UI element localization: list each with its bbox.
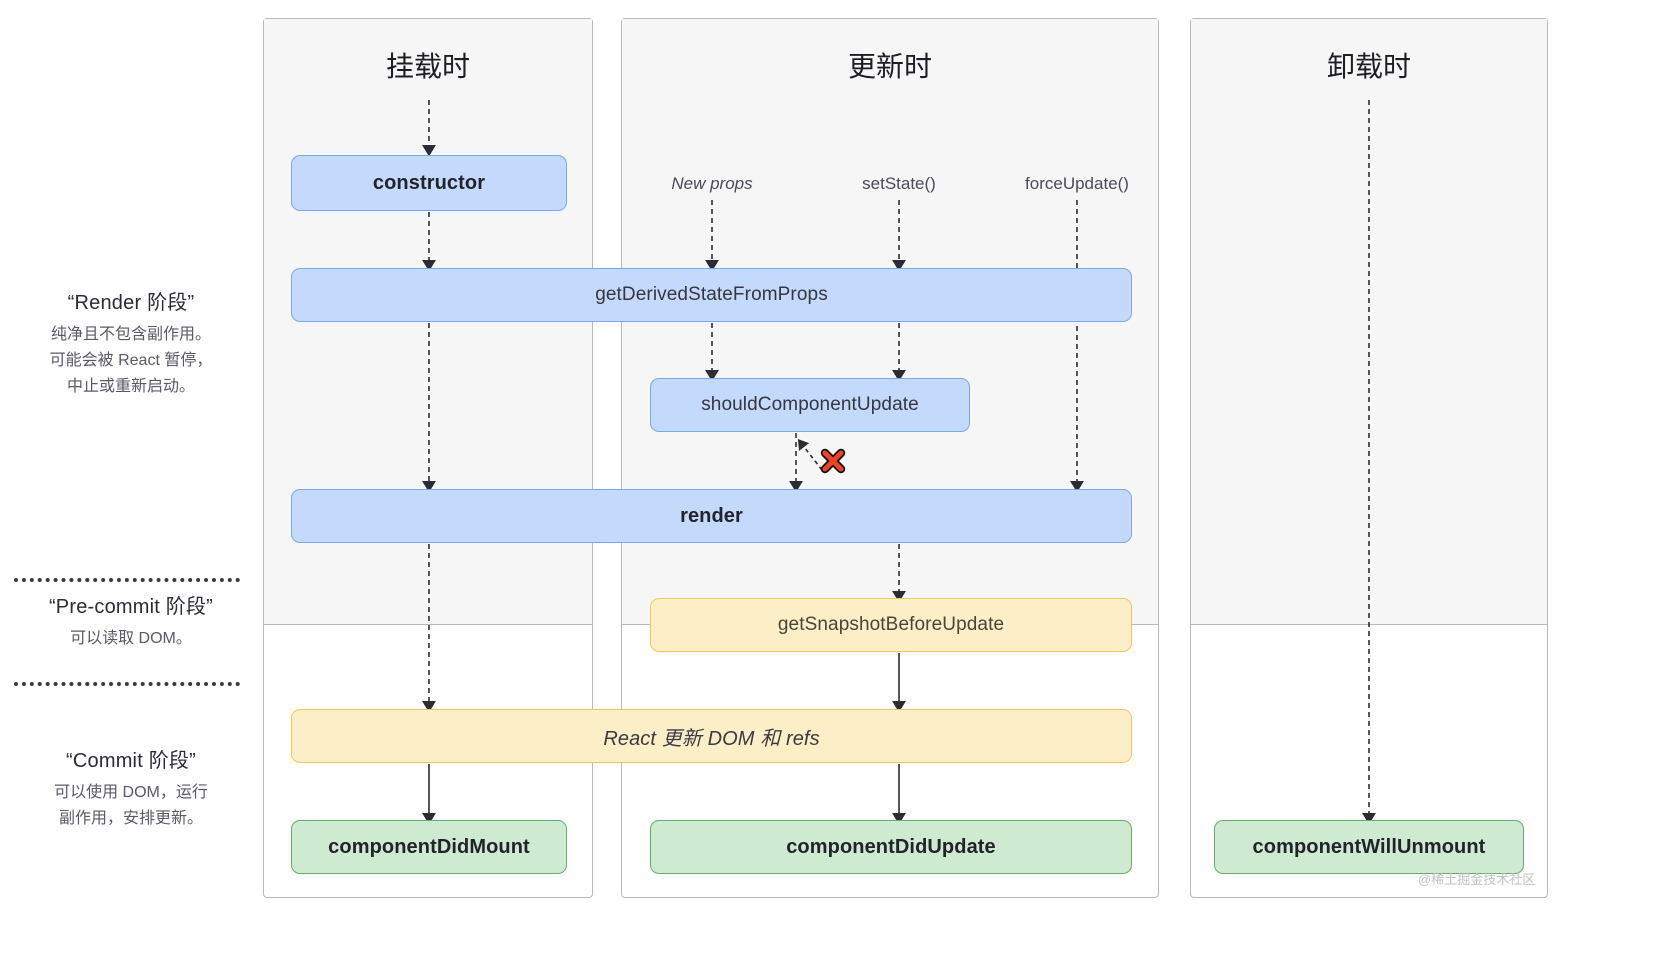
column-mounting-title: 挂载时 — [385, 51, 470, 82]
node-component-will-unmount[interactable]: componentWillUnmount — [1214, 820, 1524, 874]
node-react-updates-dom-and-refs[interactable]: React 更新 DOM 和 refs — [291, 709, 1132, 763]
column-updating: 更新时 — [621, 18, 1159, 898]
phase-divider-bottom — [14, 682, 240, 686]
trigger-new-props: New props — [671, 174, 753, 193]
node-get-derived-state-from-props[interactable]: getDerivedStateFromProps — [291, 268, 1132, 322]
node-component-did-mount[interactable]: componentDidMount — [291, 820, 567, 874]
column-unmounting: 卸载时 — [1190, 18, 1548, 898]
column-updating-title: 更新时 — [847, 51, 932, 82]
phase-pre-commit-desc: 可以读取 DOM。 — [0, 626, 262, 652]
phase-legend: “Render 阶段” 纯净且不包含副作用。 可能会被 React 暂停， 中止… — [0, 0, 262, 961]
phase-commit-desc-line-2: 副作用，安排更新。 — [58, 810, 203, 827]
node-constructor[interactable]: constructor — [291, 155, 567, 211]
phase-commit-desc: 可以使用 DOM，运行 副作用，安排更新。 — [0, 780, 262, 832]
phase-render: “Render 阶段” 纯净且不包含副作用。 可能会被 React 暂停， 中止… — [0, 288, 262, 400]
node-get-snapshot-before-update[interactable]: getSnapshotBeforeUpdate — [650, 598, 1132, 652]
trigger-force-update: forceUpdate() — [1025, 174, 1129, 193]
red-x-icon — [820, 448, 846, 474]
watermark: @稀土掘金技术社区 — [1418, 872, 1536, 887]
phase-divider-top — [14, 578, 240, 582]
column-unmounting-title: 卸载时 — [1326, 51, 1411, 82]
node-component-did-update[interactable]: componentDidUpdate — [650, 820, 1132, 874]
phase-pre-commit: “Pre-commit 阶段” 可以读取 DOM。 — [0, 592, 262, 652]
column-mounting: 挂载时 — [263, 18, 593, 898]
phase-commit-title: “Commit 阶段” — [66, 750, 196, 772]
phase-render-desc-line-3: 中止或重新启动。 — [66, 378, 195, 395]
column-unmounting-render-shade — [1191, 19, 1547, 625]
node-render[interactable]: render — [291, 489, 1132, 543]
phase-commit-desc-line-1: 可以使用 DOM，运行 — [54, 784, 208, 801]
phase-render-desc-line-2: 可能会被 React 暂停， — [49, 352, 213, 369]
phase-commit: “Commit 阶段” 可以使用 DOM，运行 副作用，安排更新。 — [0, 746, 262, 832]
phase-pre-commit-title: “Pre-commit 阶段” — [48, 596, 214, 618]
node-should-component-update[interactable]: shouldComponentUpdate — [650, 378, 970, 432]
phase-render-desc: 纯净且不包含副作用。 可能会被 React 暂停， 中止或重新启动。 — [0, 322, 262, 400]
phase-render-title: “Render 阶段” — [67, 292, 195, 314]
phase-pre-commit-desc-line-1: 可以读取 DOM。 — [70, 630, 192, 647]
phase-render-desc-line-1: 纯净且不包含副作用。 — [50, 326, 211, 343]
trigger-set-state: setState() — [862, 174, 936, 193]
